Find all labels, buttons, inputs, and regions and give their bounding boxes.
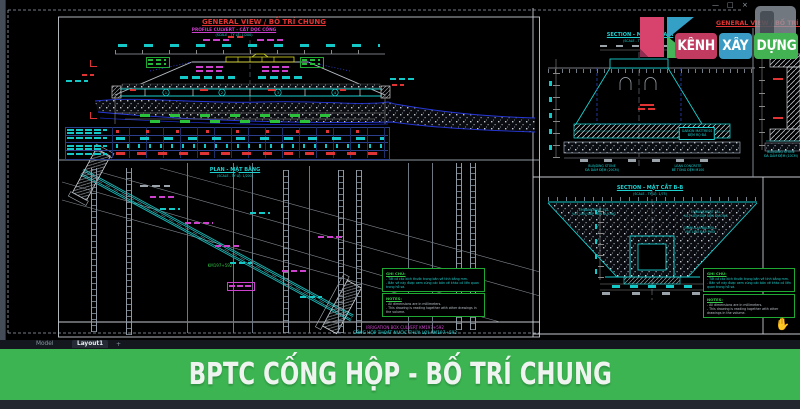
bottom-strip [0, 400, 800, 409]
note-box-notes-right: NOTES: - All dimensions are in millimete… [703, 294, 795, 319]
segment-number: 1 [164, 90, 168, 95]
profile-scale: (SCALE - TỶ LỆ: 1/200) [215, 33, 253, 37]
note-box-ghichu-left: GHI CHÚ: - Tất cả các kích thước trong b… [382, 268, 485, 293]
note-box-notes-left: NOTES: - All dimensions are in millimete… [382, 293, 485, 318]
profile-title: PROFILE CULVERT - CẮT DỌC CỐNG [191, 27, 277, 33]
layout-tab-bar: Model Layout1 + [0, 340, 800, 349]
segment-number: 4 [333, 90, 337, 95]
section-b-scale: (SCALE - TỶ LỆ: 1/75) [633, 191, 667, 196]
drawing-footer-vi: CỐNG HỘP THOÁT NƯỚC THỦY LỢI KM197+592 [352, 330, 458, 336]
logo-word-dung: DỰNG [754, 33, 798, 59]
plan-scale: (SCALE - TỶ LỆ: 1/200) [217, 173, 253, 178]
left-sheet-title: GENERAL VIEW / BỐ TRÍ CHUNG [201, 18, 327, 26]
add-layout-tab-icon[interactable]: + [116, 341, 122, 348]
wall-detail-drawing [761, 47, 800, 152]
logo-word-kenh: KÊNH [675, 33, 717, 59]
segment-number: 2 [220, 90, 224, 95]
video-title-banner: BPTC CỐNG HỘP - BỐ TRÍ CHUNG [0, 349, 800, 400]
close-icon[interactable]: × [742, 1, 748, 9]
tab-model[interactable]: Model [36, 341, 54, 347]
section-b-title: SECTION - MẶT CẮT B-B [616, 184, 684, 191]
left-scrollbar-strip[interactable] [0, 0, 6, 340]
drawing-footer-en: IRRIGATION BOX CULVERT KM197+592 [366, 324, 444, 330]
sheet-frames [58, 8, 800, 338]
tab-layout1[interactable]: Layout1 [72, 340, 109, 348]
pan-hand-cursor: ✋ [775, 317, 790, 331]
plan-title: PLAN - MẶT BẰNG [209, 166, 261, 173]
note-box-ghichu-right: GHI CHÚ: - Tất cả các kích thước trong b… [703, 268, 795, 293]
banner-title: BPTC CỐNG HỘP - BỐ TRÍ CHUNG [188, 357, 612, 392]
minimize-icon[interactable]: — [712, 1, 719, 9]
plan-station-label: KM197+592 [207, 263, 233, 268]
segment-number: 3 [276, 90, 280, 95]
logo-word-xay: XÂY [719, 33, 752, 59]
viewport-dashed-border [7, 9, 742, 334]
restore-icon[interactable]: □ [727, 1, 734, 9]
